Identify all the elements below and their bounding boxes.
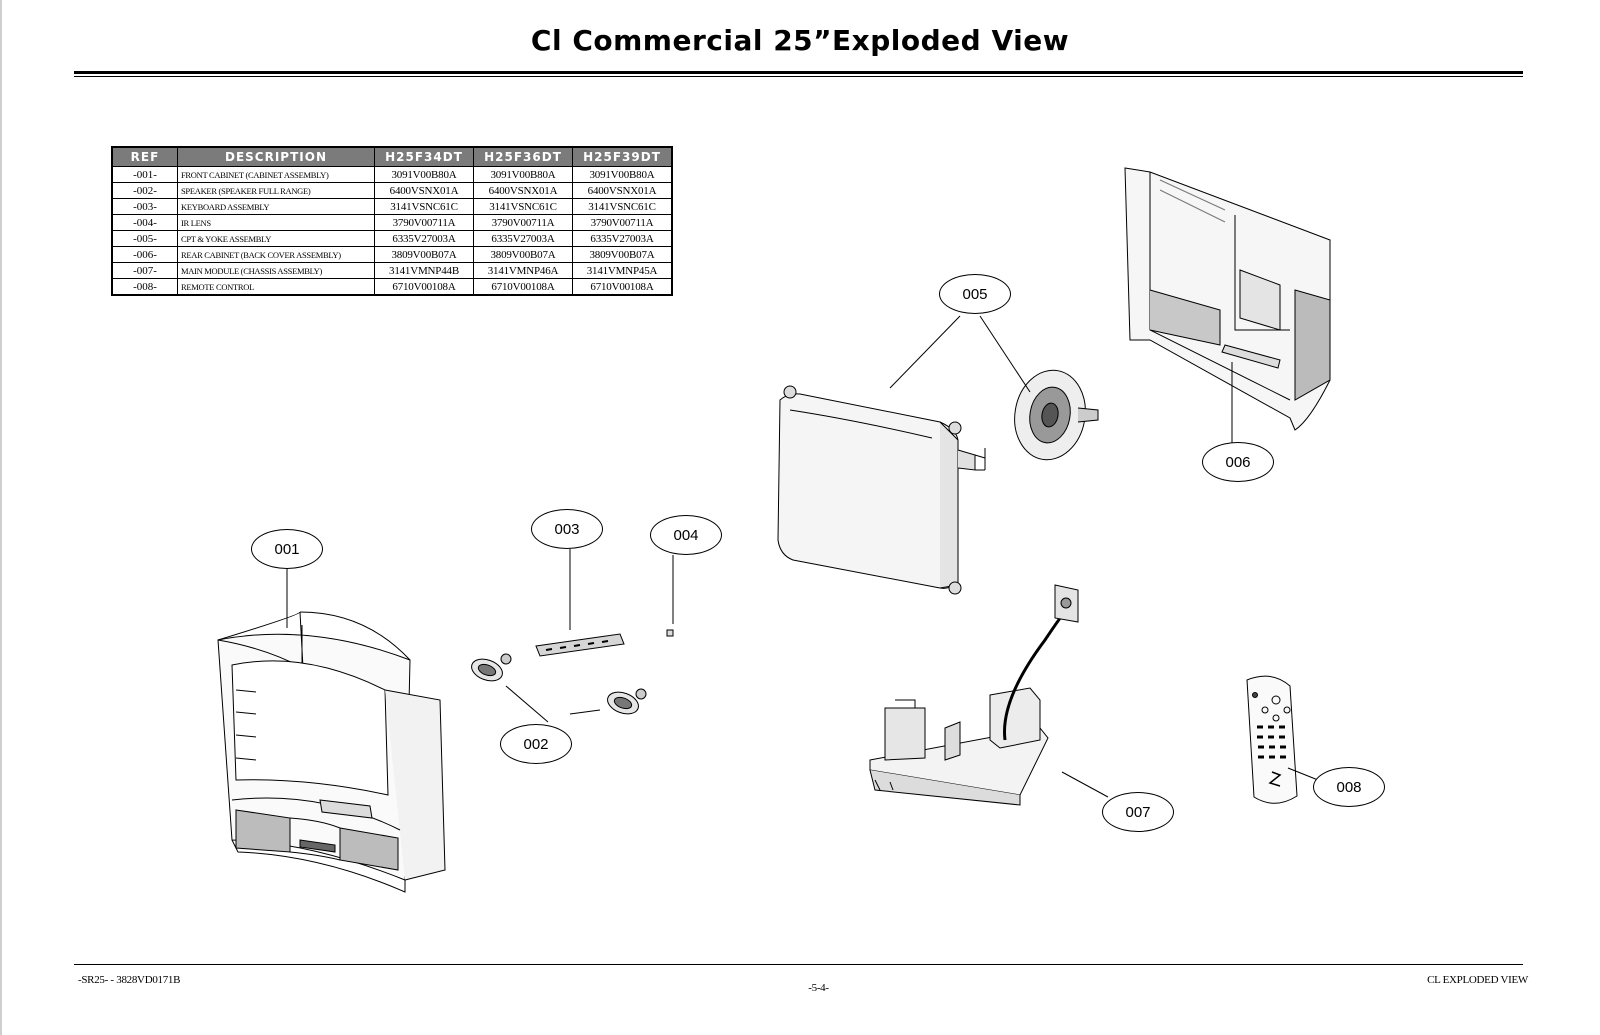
header-description: DESCRIPTION [177,146,375,167]
speaker-drawing [471,653,647,715]
cell-part-number: 6400VSNX01A [374,182,474,199]
parts-table: REF DESCRIPTION H25F34DT H25F36DT H25F39… [111,146,673,296]
table-row: -004- IR LENS 3790V00711A 3790V00711A 37… [111,214,673,231]
callout-008: 008 [1313,767,1385,807]
deflection-yoke-drawing [1014,369,1099,461]
title-rule-thin [74,76,1523,77]
leader-line-005b [979,315,1031,393]
cell-part-number: 3141VMNP46A [473,262,573,279]
cell-part-number: 3809V00B07A [473,246,573,263]
table-row: -007- MAIN MODULE (CHASSIS ASSEMBLY) 314… [111,262,673,279]
callout-002: 002 [500,724,572,764]
callout-001: 001 [251,529,323,569]
cell-part-number: 3141VMNP45A [572,262,673,279]
table-header-row: REF DESCRIPTION H25F34DT H25F36DT H25F39… [111,146,673,167]
header-h25f36dt: H25F36DT [473,146,573,167]
table-row: -008- REMOTE CONTROL 6710V00108A 6710V00… [111,278,673,296]
header-h25f34dt: H25F34DT [374,146,474,167]
page-edge [0,0,2,1035]
cell-ref: -007- [111,262,178,279]
keyboard-assembly-drawing [535,633,625,657]
cell-description: REMOTE CONTROL [177,278,375,296]
page-title: Cl Commercial 25”Exploded View [530,24,1070,57]
rear-cabinet-drawing [1124,167,1331,431]
cell-part-number: 6710V00108A [572,278,673,296]
cell-part-number: 3141VSNC61C [473,198,573,215]
main-module-drawing [869,584,1079,806]
front-cabinet-drawing [217,611,446,893]
footer-document-code: -SR25- - 3828VD0171B [78,974,181,986]
remote-control-drawing [1246,675,1298,804]
leader-line-007 [1061,771,1109,798]
table-row: -002- SPEAKER (SPEAKER FULL RANGE) 6400V… [111,182,673,199]
cell-ref: -004- [111,214,178,231]
callout-003: 003 [531,509,603,549]
cell-part-number: 3790V00711A [473,214,573,231]
cell-ref: -008- [111,278,178,296]
footer-page-number: -5-4- [808,982,829,994]
ir-lens-drawing [666,629,674,637]
picture-tube-drawing [777,385,986,595]
leader-line-002a [505,685,549,723]
cell-part-number: 6710V00108A [473,278,573,296]
callout-007: 007 [1102,792,1174,832]
header-h25f39dt: H25F39DT [572,146,673,167]
leader-line-008 [1287,767,1319,781]
cell-part-number: 3091V00B80A [572,166,673,183]
header-ref: REF [111,146,178,167]
leader-line-005a [889,315,961,389]
table-row: -003- KEYBOARD ASSEMBLY 3141VSNC61C 3141… [111,198,673,215]
title-rule-thick [74,71,1523,74]
callout-006: 006 [1202,442,1274,482]
footer-section-title: CL EXPLODED VIEW [1427,974,1528,986]
callout-005: 005 [939,274,1011,314]
callout-004: 004 [650,515,722,555]
leader-line-002b [569,709,601,715]
footer-rule [74,964,1523,965]
